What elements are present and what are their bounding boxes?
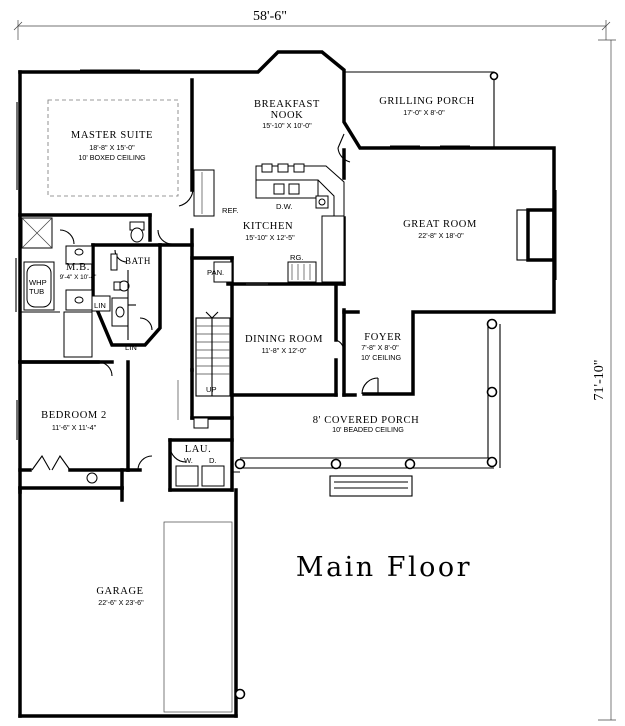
laundry-fixtures bbox=[86, 417, 225, 487]
fixture-labels: REF. D.W. RG. PAN. UP WHP TUB LIN LIN W.… bbox=[29, 202, 304, 465]
great-room-name: GREAT ROOM bbox=[403, 219, 477, 230]
great-room-dim: 22'-8" X 18'-0" bbox=[418, 231, 464, 240]
walls bbox=[18, 50, 556, 718]
garage-name: GARAGE bbox=[96, 586, 143, 597]
rg-label: RG. bbox=[290, 253, 304, 262]
laundry-name: LAU. bbox=[185, 444, 212, 455]
master-bath-fixtures bbox=[15, 217, 145, 358]
pantry-label: PAN. bbox=[207, 268, 224, 277]
boxed-ceiling-outline bbox=[47, 99, 179, 197]
master-suite-name: MASTER SUITE bbox=[71, 130, 153, 141]
breakfast-nook-name1: BREAKFAST bbox=[254, 99, 320, 110]
master-suite-dim: 18'-8" X 15'-0" bbox=[89, 143, 135, 152]
ref-label: REF. bbox=[222, 206, 238, 215]
master-bath-dim: 9'-4" X 10'-4" bbox=[60, 274, 97, 281]
grilling-porch bbox=[344, 71, 499, 148]
overall-width-label: 58'-6" bbox=[253, 9, 287, 24]
breakfast-nook-name2: NOOK bbox=[271, 110, 304, 121]
overall-depth-label: 71'-10" bbox=[592, 360, 607, 401]
hall-bath-fixtures bbox=[110, 253, 136, 340]
stairs-up-label: UP bbox=[206, 385, 217, 394]
kitchen-dim: 15'-10" X 12'-5" bbox=[245, 233, 295, 242]
dining-room-dim: 11'-8" X 12'-0" bbox=[262, 346, 307, 355]
doors bbox=[31, 133, 379, 471]
covered-porch-note: 10' BEADED CEILING bbox=[332, 425, 404, 434]
covered-porch-name: 8' COVERED PORCH bbox=[313, 415, 420, 426]
grilling-porch-dim: 17'-0" X 8'-0" bbox=[403, 108, 445, 117]
plan-title: Main Floor bbox=[296, 552, 472, 583]
grilling-porch-name: GRILLING PORCH bbox=[379, 96, 475, 107]
washer-label: W. bbox=[184, 456, 193, 465]
master-bath-name: M.B. bbox=[66, 262, 90, 273]
room-labels: MASTER SUITE 18'-8" X 15'-0" 10' BOXED C… bbox=[41, 96, 477, 607]
windows bbox=[16, 69, 557, 440]
hall-linen-label: LIN bbox=[125, 343, 137, 352]
foyer-note: 10' CEILING bbox=[361, 353, 402, 362]
breakfast-nook-dim: 15'-10" X 10'-0" bbox=[262, 121, 312, 130]
master-bath-linen-label: LIN bbox=[94, 301, 106, 310]
kitchen-name: KITCHEN bbox=[243, 221, 293, 232]
dryer-label: D. bbox=[209, 456, 217, 465]
bath-name: BATH bbox=[125, 256, 151, 266]
bedroom2-dim: 11'-6" X 11'-4" bbox=[52, 423, 97, 432]
foyer-name: FOYER bbox=[364, 332, 401, 343]
kitchen-fixtures bbox=[193, 163, 345, 285]
overall-dimensions: 58'-6" 71'-10" bbox=[13, 9, 616, 721]
covered-porch bbox=[231, 318, 501, 700]
dw-label: D.W. bbox=[276, 202, 292, 211]
stairs bbox=[177, 311, 231, 420]
garage-outline bbox=[163, 521, 233, 713]
master-suite-note: 10' BOXED CEILING bbox=[78, 153, 146, 162]
foyer-dim: 7'-8" X 8'-0" bbox=[361, 343, 399, 352]
garage-dim: 22'-6" X 23'-6" bbox=[98, 598, 144, 607]
whp-label: WHP bbox=[29, 278, 47, 287]
dining-room-name: DINING ROOM bbox=[245, 334, 323, 345]
bedroom2-name: BEDROOM 2 bbox=[41, 410, 107, 421]
tub-label: TUB bbox=[29, 287, 44, 296]
